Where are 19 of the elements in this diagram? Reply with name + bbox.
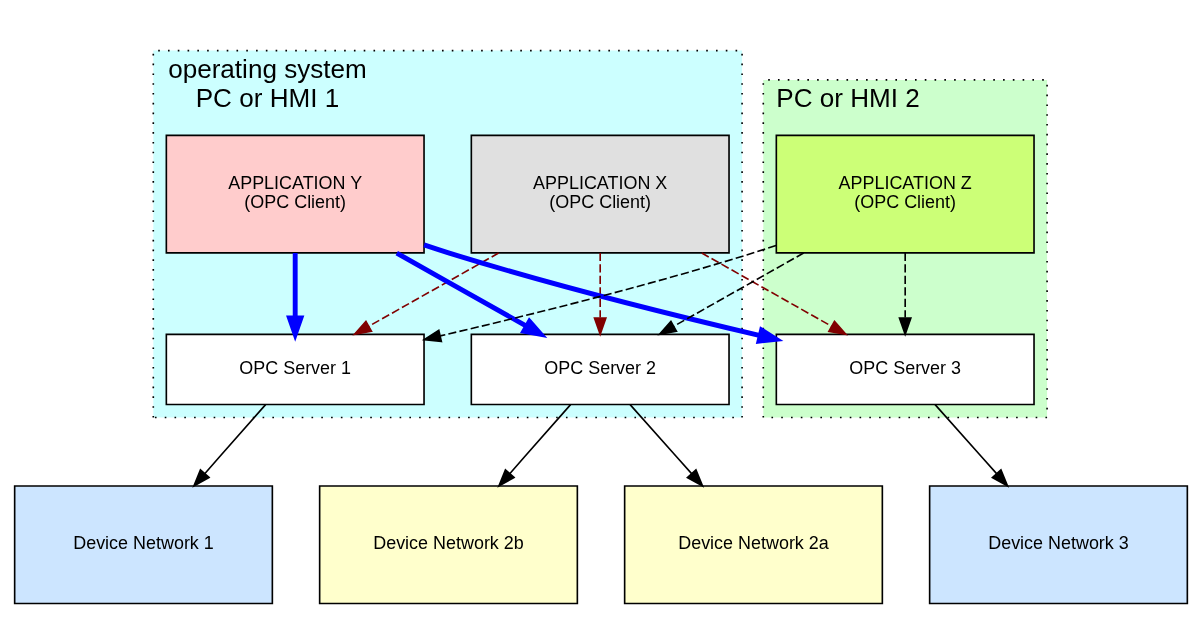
node-box: OPC Server 1 — [165, 333, 425, 406]
node-box: Device Network 3 — [928, 485, 1189, 605]
arrow — [497, 403, 572, 488]
arrow — [192, 403, 267, 488]
arrow — [395, 250, 548, 338]
node-box: Device Network 2a — [623, 485, 884, 605]
arrow — [593, 252, 608, 337]
node-box: APPLICATION Z (OPC Client) — [775, 134, 1035, 254]
node-box: Device Network 2b — [318, 485, 579, 605]
arrow — [898, 252, 913, 337]
arrow — [657, 252, 805, 336]
arrow — [286, 253, 305, 342]
node-box: OPC Server 2 — [470, 333, 730, 406]
arrow — [352, 252, 500, 336]
arrow — [700, 252, 848, 336]
node-box: Device Network 1 — [13, 485, 274, 605]
node-box: APPLICATION X (OPC Client) — [470, 134, 730, 254]
node-box: APPLICATION Y (OPC Client) — [165, 134, 425, 254]
node-box: OPC Server 3 — [775, 333, 1035, 406]
